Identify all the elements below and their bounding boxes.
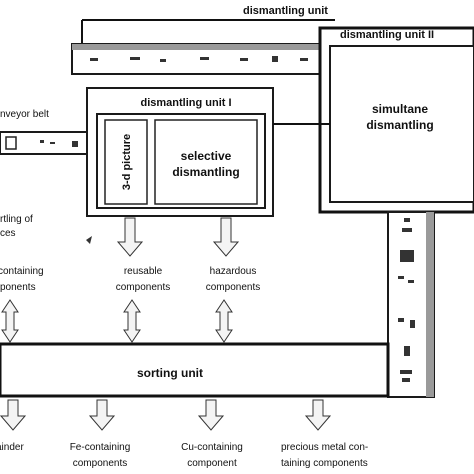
stray-mark — [86, 236, 92, 244]
output-top-2-line2: components — [116, 282, 170, 293]
top-conveyor-items — [90, 56, 308, 62]
precious-down-arrow — [304, 399, 332, 431]
top-unit-label: dismantling unit — [243, 5, 328, 17]
output-bottom-2-line2: components — [73, 458, 127, 469]
sorting-of-line1: rtling of — [0, 214, 33, 225]
selective-line1: selective — [181, 149, 232, 163]
output-bottom-3-line2: component — [187, 458, 237, 469]
return-conveyor-shading — [426, 212, 434, 397]
unit-i-label: dismantling unit I — [140, 97, 231, 109]
3d-picture-box — [104, 119, 148, 205]
output-top-3-line2: components — [206, 282, 260, 293]
reusable-double-arrow — [123, 299, 141, 343]
selective-dismantling-box — [154, 119, 258, 205]
hazardous-down-arrow — [212, 217, 240, 257]
output-top-1-line1: containing — [0, 266, 44, 277]
output-bottom-4-line2: taining components — [281, 458, 368, 469]
conveyor-items — [40, 140, 78, 147]
simultane-dismantling-box — [329, 45, 474, 203]
output-bottom-1-line1: ainder — [0, 442, 24, 453]
output-top-2-line1: reusable — [124, 266, 163, 277]
output-top-3-line1: hazardous — [210, 266, 257, 277]
return-conveyor-items — [398, 218, 415, 382]
top-conveyor-shading — [72, 44, 336, 50]
left-double-arrow — [1, 299, 19, 343]
fe-down-arrow — [88, 399, 116, 431]
simultane-line2: dismantling — [366, 118, 433, 132]
unit-ii-label: dismantling unit II — [340, 29, 434, 41]
cu-down-arrow — [197, 399, 225, 431]
output-top-1-line2: ponents — [0, 282, 36, 293]
output-bottom-2-line1: Fe-containing — [70, 442, 131, 453]
output-bottom-3-line1: Cu-containing — [181, 442, 243, 453]
sorting-unit-label: sorting unit — [137, 366, 203, 380]
reusable-down-arrow — [116, 217, 144, 257]
simultane-line1: simultane — [372, 102, 428, 116]
selective-line2: dismantling — [172, 165, 239, 179]
sorting-of-line2: ces — [0, 228, 16, 239]
conveyor-belt-label: nveyor belt — [0, 109, 49, 120]
hazardous-double-arrow — [215, 299, 233, 343]
conveyor-item-1 — [5, 136, 17, 150]
3d-picture-label: 3-d picture — [121, 134, 133, 190]
remainder-down-arrow — [0, 399, 27, 431]
sorting-unit-box — [0, 342, 390, 398]
output-bottom-4-line1: precious metal con- — [281, 442, 368, 453]
